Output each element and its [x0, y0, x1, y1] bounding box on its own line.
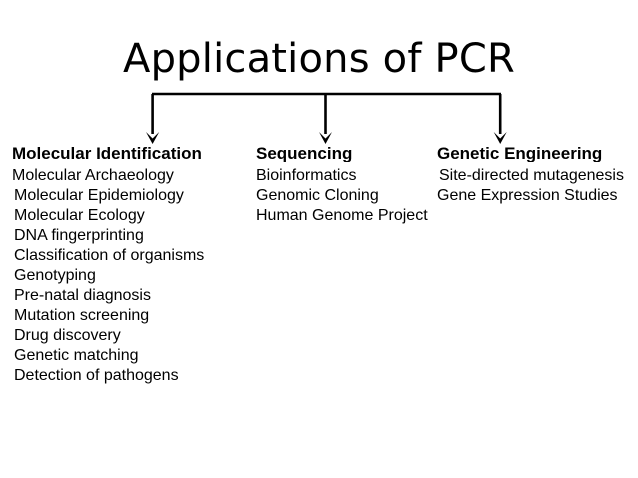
column-heading-molecular-identification: Molecular Identification [12, 145, 202, 162]
list-item: DNA fingerprinting [14, 227, 144, 244]
column-list-genetic-engineering: Site-directed mutagenesis Gene Expressio… [437, 166, 624, 206]
list-item: Genetic matching [14, 347, 139, 364]
list-item: Genotyping [14, 267, 96, 284]
list-item: Pre-natal diagnosis [14, 287, 151, 304]
list-item: Genomic Cloning [256, 187, 379, 204]
column-list-molecular-identification: Molecular Archaeology Molecular Epidemio… [12, 166, 204, 386]
arrowhead-middle-icon [319, 132, 332, 144]
list-item: Bioinformatics [256, 167, 357, 184]
column-list-sequencing: Bioinformatics Genomic Cloning Human Gen… [256, 166, 428, 226]
list-item: Molecular Archaeology [12, 167, 174, 184]
list-item: Mutation screening [14, 307, 150, 324]
column-sequencing: Sequencing Bioinformatics Genomic Clonin… [256, 145, 428, 226]
column-molecular-identification: Molecular Identification Molecular Archa… [12, 145, 204, 386]
column-heading-genetic-engineering: Genetic Engineering [437, 145, 603, 162]
list-item: Molecular Ecology [14, 207, 145, 224]
list-item: Site-directed mutagenesis [439, 167, 624, 184]
column-genetic-engineering: Genetic Engineering Site-directed mutage… [437, 145, 624, 206]
list-item: Gene Expression Studies [437, 187, 618, 204]
arrowhead-right-icon [493, 132, 507, 144]
list-item: Molecular Epidemiology [14, 187, 184, 204]
page-title: Applications of PCR [123, 36, 515, 82]
arrowhead-left-icon [146, 132, 160, 144]
list-item: Human Genome Project [256, 207, 428, 224]
list-item: Classification of organisms [14, 247, 205, 264]
list-item: Detection of pathogens [14, 367, 179, 384]
column-heading-sequencing: Sequencing [256, 145, 353, 162]
list-item: Drug discovery [14, 327, 121, 344]
